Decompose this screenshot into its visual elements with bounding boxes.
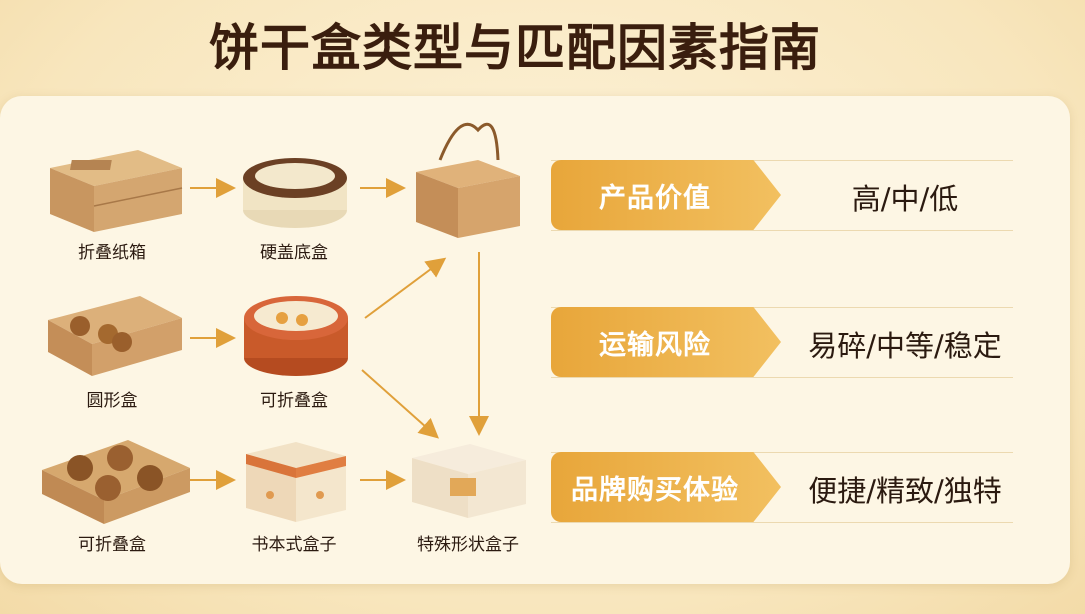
red-round-tin-image bbox=[244, 296, 348, 376]
box-label-book-style-box: 书本式盒子 bbox=[251, 535, 337, 555]
hard-lid-tin-image bbox=[243, 158, 347, 228]
factor-divider bbox=[551, 230, 1013, 231]
box-label-special-shape-box: 特殊形状盒子 bbox=[417, 535, 519, 555]
box-label-hard-lid-tin: 硬盖底盒 bbox=[260, 243, 328, 263]
factor-brand-experience-options: 便捷/精致/独特 bbox=[808, 474, 1002, 508]
folding-carton-image bbox=[50, 150, 183, 232]
box-label-folding-carton: 折叠纸箱 bbox=[78, 243, 146, 263]
page-title: 饼干盒类型与匹配因素指南 bbox=[209, 19, 821, 77]
factor-divider bbox=[551, 307, 1013, 308]
factor-divider bbox=[551, 377, 1013, 378]
factor-brand-experience: 品牌购买体验 bbox=[551, 452, 781, 522]
factor-product-value: 产品价值 bbox=[551, 160, 781, 230]
cookie-tray-box-image bbox=[48, 296, 182, 376]
box-label-collapsible-box-2: 可折叠盒 bbox=[78, 535, 146, 555]
factor-product-value-options: 高/中/低 bbox=[851, 182, 959, 216]
book-style-box-image bbox=[246, 442, 346, 522]
flow-arrows bbox=[190, 178, 489, 490]
handle-gift-box-image bbox=[416, 122, 520, 238]
factor-divider bbox=[551, 452, 1013, 453]
open-cookie-tray-image bbox=[42, 440, 190, 524]
factor-divider bbox=[551, 160, 1013, 161]
factor-shipping-risk: 运输风险 bbox=[551, 307, 781, 377]
box-label-collapsible-box-1: 可折叠盒 bbox=[260, 391, 328, 411]
box-label-round-box: 圆形盒 bbox=[86, 391, 138, 411]
special-shape-box-image bbox=[412, 444, 526, 518]
factor-shipping-risk-options: 易碎/中等/稳定 bbox=[808, 329, 1002, 363]
factor-divider bbox=[551, 522, 1013, 523]
